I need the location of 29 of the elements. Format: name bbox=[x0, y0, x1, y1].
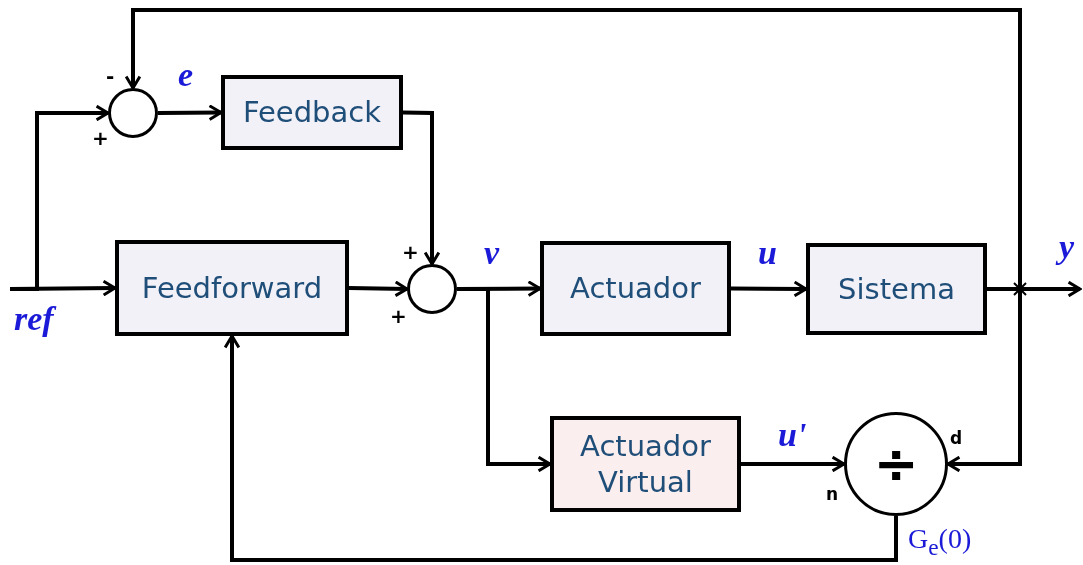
gain-label: G$_{e}$(0) bbox=[908, 525, 972, 559]
sign-label: + bbox=[390, 306, 407, 326]
block-label: Feedforward bbox=[141, 269, 323, 307]
process-box bbox=[540, 241, 731, 336]
arrow bbox=[158, 104, 223, 121]
sign-label: - bbox=[106, 66, 115, 86]
arrow bbox=[731, 280, 808, 298]
block-label: Feedback bbox=[242, 94, 382, 131]
port-label: n bbox=[826, 486, 839, 503]
process-box bbox=[806, 243, 987, 335]
arrow bbox=[348, 280, 409, 298]
process-box bbox=[550, 416, 741, 512]
arrow bbox=[741, 455, 846, 473]
summing-junction bbox=[108, 88, 158, 138]
summing-junction bbox=[407, 264, 457, 314]
divide-symbol: ÷ bbox=[873, 431, 919, 498]
sign-label: + bbox=[92, 128, 109, 148]
arrow bbox=[402, 110, 441, 266]
arrow bbox=[946, 287, 1022, 473]
sign-label: + bbox=[402, 242, 419, 262]
block-label: Actuador bbox=[570, 270, 701, 307]
block-label: Actuador Virtual bbox=[579, 427, 712, 501]
arrow bbox=[223, 334, 898, 562]
process-box bbox=[221, 75, 403, 150]
arrow bbox=[457, 287, 552, 473]
port-label: d bbox=[950, 430, 963, 447]
arrow bbox=[10, 104, 110, 291]
block-label: Sistema bbox=[838, 270, 955, 308]
process-box bbox=[115, 240, 349, 336]
